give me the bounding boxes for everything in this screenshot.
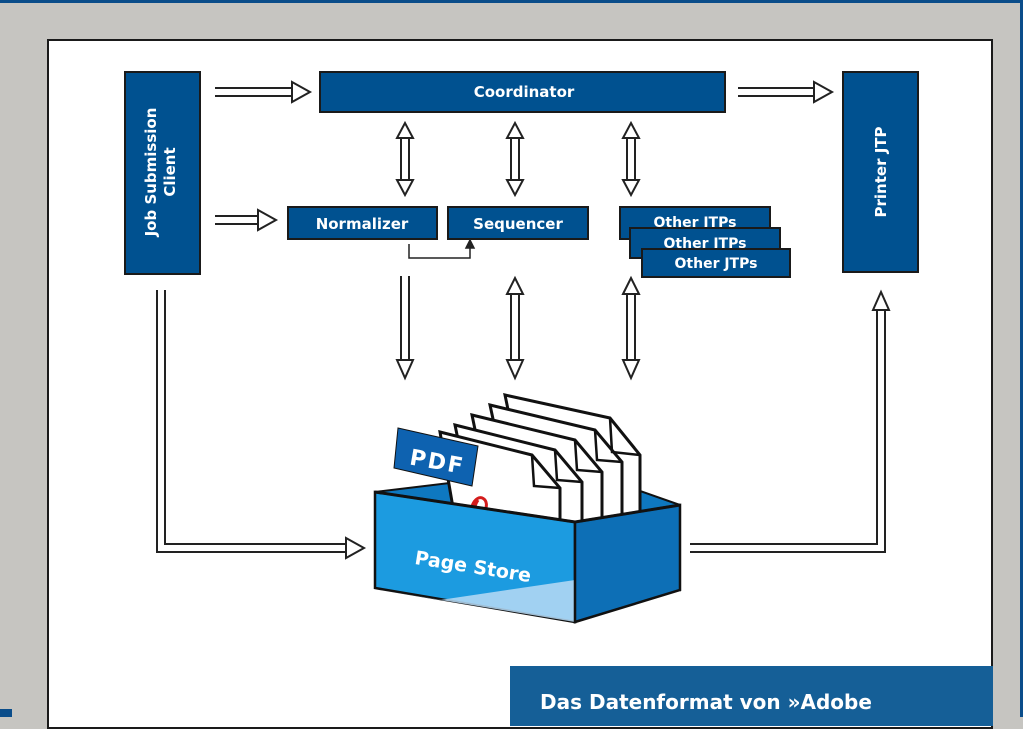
- page-folds: [530, 417, 641, 490]
- client-label-line2: Client: [161, 147, 179, 196]
- arrows: [156, 80, 891, 560]
- frame-right-border: [1020, 0, 1023, 717]
- arrow-coordinator-sequencer: [505, 120, 525, 198]
- arrow-coordinator-other-jtps: [621, 120, 641, 198]
- normalizer-label: Normalizer: [316, 215, 409, 233]
- coordinator-box: Coordinator: [319, 71, 726, 113]
- printer-jtp-box: Printer JTP: [842, 71, 919, 273]
- bin-side: [573, 503, 682, 624]
- arrow-coordinator-to-printer: [738, 80, 835, 104]
- caption-box: Das Datenformat von »Adobe: [510, 666, 993, 726]
- caption-text: Das Datenformat von »Adobe: [540, 690, 872, 714]
- arrow-other-jtps-page-store: [621, 275, 641, 381]
- bin-shine: [380, 580, 575, 622]
- frame-top-border: [0, 0, 1023, 3]
- normalizer-box: Normalizer: [287, 206, 438, 240]
- arrow-normalizer-to-page-store: [395, 276, 415, 381]
- other-jtps-label-3: Other JTPs: [675, 256, 758, 272]
- arrow-normalizer-to-sequencer: [408, 238, 476, 259]
- other-jtps-stack: Other JTPs Other JTPs Other JTPs: [619, 206, 791, 278]
- arrow-sequencer-page-store: [505, 275, 525, 381]
- sequencer-box: Sequencer: [447, 206, 589, 240]
- coordinator-label: Coordinator: [474, 83, 575, 101]
- sequencer-label: Sequencer: [473, 215, 563, 233]
- job-submission-client-box: Job Submission Client: [124, 71, 201, 275]
- arrow-client-to-normalizer: [215, 208, 279, 232]
- printer-label: Printer JTP: [872, 127, 890, 218]
- arrow-page-store-to-printer: [690, 289, 891, 553]
- arrow-client-to-coordinator: [215, 80, 313, 104]
- corner-mark: [0, 709, 12, 717]
- bin-rim: [374, 490, 681, 524]
- arrow-coordinator-normalizer: [395, 120, 415, 198]
- page-store-illustration: PDF Page Store: [373, 393, 682, 624]
- pdf-tab: PDF: [393, 427, 479, 487]
- client-label-line1: Job Submission: [142, 108, 160, 238]
- arrow-client-to-page-store: [156, 290, 367, 560]
